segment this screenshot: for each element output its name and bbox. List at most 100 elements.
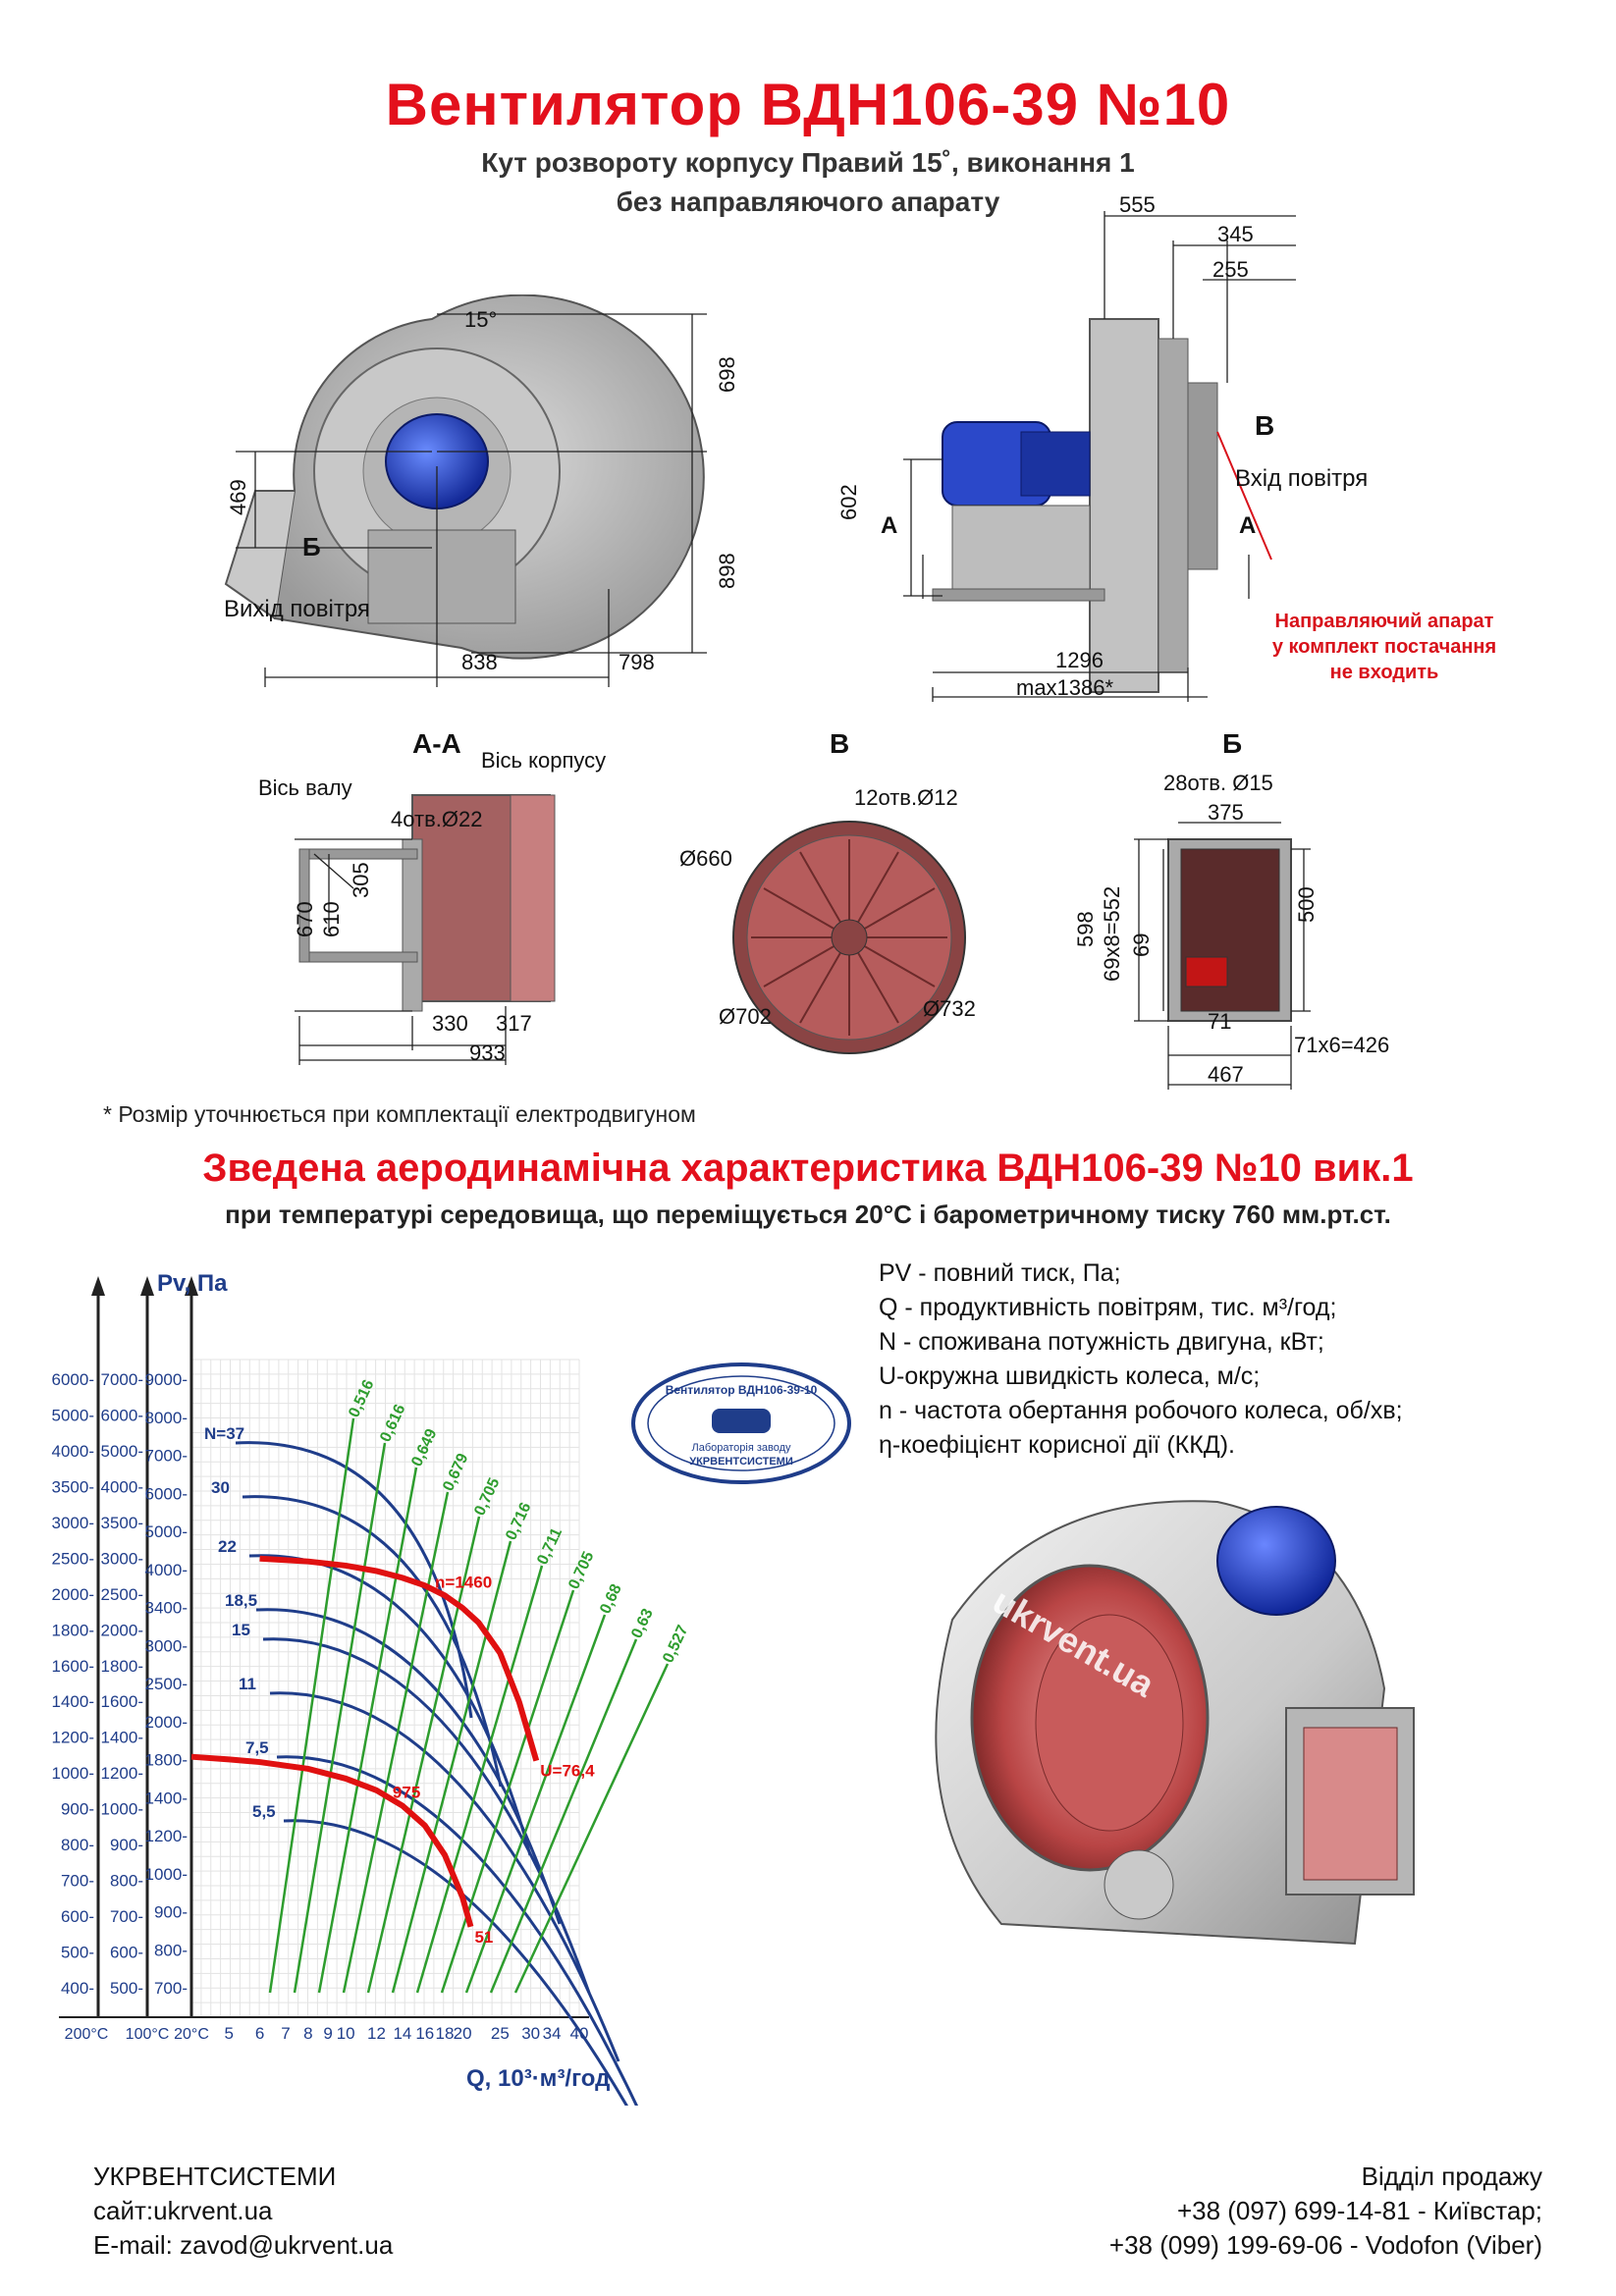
front-view-drawing bbox=[224, 294, 707, 687]
power-label: 30 bbox=[211, 1478, 230, 1497]
power-label: 5,5 bbox=[252, 1802, 276, 1821]
y200-tick: 3500- bbox=[52, 1477, 94, 1496]
y100-tick: 6000- bbox=[101, 1406, 143, 1424]
y20-tick: 3400- bbox=[145, 1599, 188, 1618]
aerodynamic-chart: Pv, ПаQ, 10³·м³/год6000-5000-4000-3500-3… bbox=[52, 1270, 851, 2106]
efficiency-label: 0,516 bbox=[346, 1377, 377, 1420]
footer-left: УКРВЕНТСИСТЕМИ сайт:ukrvent.ua E-mail: z… bbox=[93, 2160, 393, 2263]
rpm-end-label-1: 51 bbox=[474, 1928, 493, 1947]
x-temp-label: 20°C bbox=[174, 2026, 209, 2043]
y20-tick: 8000- bbox=[145, 1409, 188, 1427]
x-axis-title: Q, 10³·м³/год bbox=[466, 2065, 610, 2092]
footer-right: Відділ продажу +38 (097) 699-14-81 - Киї… bbox=[1109, 2160, 1542, 2263]
y200-tick: 4000- bbox=[52, 1442, 94, 1461]
dim-305: 305 bbox=[349, 862, 373, 898]
footer-sales: Відділ продажу bbox=[1361, 2162, 1542, 2191]
efficiency-label: 0,705 bbox=[566, 1549, 597, 1592]
view-v-drawing bbox=[732, 821, 966, 1054]
power-curve bbox=[242, 1495, 503, 1788]
dim-375: 375 bbox=[1208, 800, 1244, 825]
fan-3d-render bbox=[935, 1500, 1415, 1946]
y20-tick: 7000- bbox=[145, 1447, 188, 1466]
x-tick: 34 bbox=[543, 2024, 562, 2043]
dim-255: 255 bbox=[1212, 257, 1249, 282]
y200-tick: 600- bbox=[61, 1907, 94, 1926]
y100-tick: 5000- bbox=[101, 1442, 143, 1461]
section-aa-header: А-А bbox=[412, 728, 461, 759]
y100-tick: 1200- bbox=[101, 1764, 143, 1783]
efficiency-ray bbox=[366, 1516, 481, 1994]
power-label: 18,5 bbox=[225, 1591, 257, 1610]
y-axis-arrow-2 bbox=[185, 1276, 198, 1296]
x-tick: 30 bbox=[521, 2024, 540, 2043]
power-curve bbox=[262, 1637, 591, 1994]
y200-tick: 900- bbox=[61, 1800, 94, 1819]
power-curve bbox=[248, 1554, 532, 1856]
x-tick: 18 bbox=[436, 2024, 455, 2043]
dim-330: 330 bbox=[432, 1011, 468, 1036]
y-axis-arrow-1 bbox=[140, 1276, 154, 1296]
dim-838: 838 bbox=[461, 650, 498, 674]
shaft-axis-label: Вісь валу bbox=[258, 775, 352, 800]
dim-670: 670 bbox=[293, 901, 317, 937]
dim-1296: 1296 bbox=[1055, 648, 1104, 672]
y100-tick: 7000- bbox=[101, 1370, 143, 1389]
rpm-label-1: 975 bbox=[393, 1784, 420, 1802]
legend-pv: PV - повний тиск, Па; bbox=[879, 1259, 1121, 1287]
efficiency-ray bbox=[464, 1614, 607, 1994]
dim-798: 798 bbox=[619, 650, 655, 674]
x-tick: 10 bbox=[337, 2024, 355, 2043]
x-tick: 6 bbox=[255, 2024, 264, 2043]
y20-tick: 9000- bbox=[145, 1370, 188, 1389]
efficiency-ray bbox=[440, 1589, 575, 1994]
y200-tick: 3000- bbox=[52, 1514, 94, 1532]
dim-500: 500 bbox=[1294, 886, 1319, 923]
x-tick: 25 bbox=[491, 2024, 510, 2043]
efficiency-ray bbox=[268, 1417, 355, 1994]
dim-69x8: 69х8=552 bbox=[1100, 885, 1124, 982]
y100-tick: 4000- bbox=[101, 1477, 143, 1496]
y200-tick: 1000- bbox=[52, 1764, 94, 1783]
y100-tick: 600- bbox=[110, 1944, 143, 1962]
stamp-line3: УКРВЕНТСИСТЕМИ bbox=[689, 1456, 793, 1468]
y200-tick: 1400- bbox=[52, 1692, 94, 1711]
y200-tick: 800- bbox=[61, 1836, 94, 1854]
dim-71: 71 bbox=[1208, 1009, 1232, 1034]
y20-tick: 1000- bbox=[145, 1865, 188, 1884]
d702-label: Ø702 bbox=[719, 1004, 772, 1029]
legend-rpm: n - частота обертання робочого колеса, о… bbox=[879, 1397, 1403, 1424]
dim-898: 898 bbox=[715, 553, 739, 589]
rpm-end-label-0: U=76,4 bbox=[540, 1762, 595, 1781]
y100-tick: 2500- bbox=[101, 1585, 143, 1604]
y20-tick: 700- bbox=[154, 1979, 188, 1998]
label-b-section: Б bbox=[302, 532, 321, 561]
y200-tick: 400- bbox=[61, 1979, 94, 1998]
x-temp-label: 100°C bbox=[126, 2026, 170, 2043]
b-holes-label: 28отв. Ø15 bbox=[1163, 771, 1273, 795]
y100-tick: 800- bbox=[110, 1872, 143, 1891]
y100-tick: 1000- bbox=[101, 1800, 143, 1819]
y20-tick: 900- bbox=[154, 1903, 188, 1922]
y20-tick: 1800- bbox=[145, 1751, 188, 1770]
power-label: 11 bbox=[239, 1675, 256, 1693]
y100-tick: 2000- bbox=[101, 1621, 143, 1639]
y-axis-arrow-0 bbox=[91, 1276, 105, 1296]
chart-legend: PV - повний тиск, Па; Q - продуктивність… bbox=[879, 1256, 1403, 1463]
stamp-line2: Лабораторія заводу bbox=[691, 1442, 791, 1454]
section2-subtitle: при температурі середовища, що переміщує… bbox=[225, 1200, 1391, 1229]
x-tick: 9 bbox=[323, 2024, 332, 2043]
legend-u: U-окружна швидкість колеса, м/с; bbox=[879, 1362, 1261, 1390]
x-tick: 12 bbox=[367, 2024, 386, 2043]
y100-tick: 700- bbox=[110, 1907, 143, 1926]
d732-label: Ø732 bbox=[923, 996, 976, 1021]
legend-q: Q - продуктивність повітрям, тис. м³/год… bbox=[879, 1294, 1337, 1321]
y200-tick: 2500- bbox=[52, 1549, 94, 1568]
y200-tick: 500- bbox=[61, 1944, 94, 1962]
legend-n: N - споживана потужність двигуна, кВт; bbox=[879, 1328, 1324, 1356]
angle-label: 15° bbox=[464, 307, 498, 332]
y20-tick: 2000- bbox=[145, 1713, 188, 1732]
dim-598: 598 bbox=[1073, 911, 1098, 947]
efficiency-label: 0,63 bbox=[628, 1606, 657, 1640]
power-label: 22 bbox=[218, 1537, 237, 1556]
rpm-label-0: n=1460 bbox=[435, 1573, 492, 1591]
